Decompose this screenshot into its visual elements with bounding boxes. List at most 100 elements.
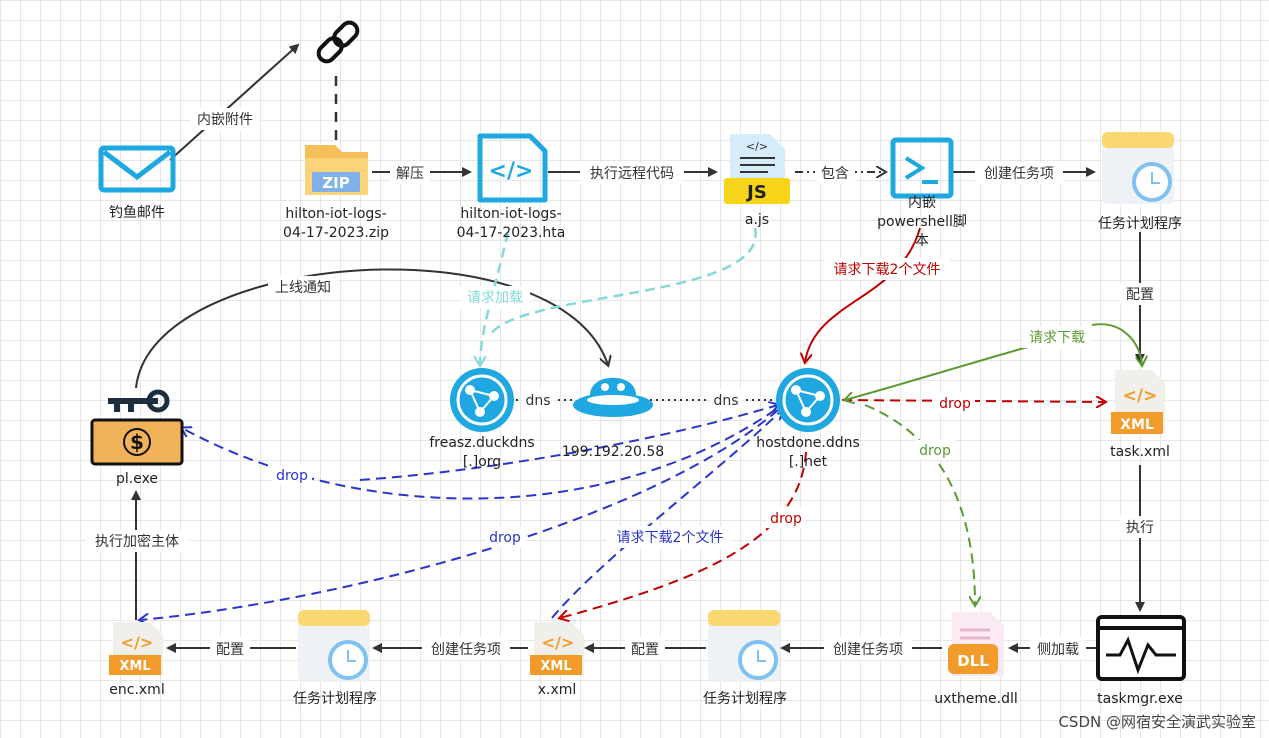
- node-uxtheme: DLL uxtheme.dll: [934, 612, 1018, 707]
- js-file-icon: </> JS: [724, 134, 790, 204]
- ps-label-line3: 本: [915, 233, 929, 249]
- label-configure-bl: 配置: [216, 642, 244, 658]
- node-scheduler-bl: 任务计划程序: [293, 610, 377, 707]
- node-freasz: freasz.duckdns [.]org: [429, 368, 535, 470]
- node-powershell: 内嵌 powershell脚 本: [877, 137, 967, 249]
- code-file-icon: </>: [477, 133, 548, 203]
- globe-network-icon: [776, 368, 840, 432]
- label-execute: 执行: [1126, 520, 1154, 536]
- node-hta: </> hilton-iot-logs- 04-17-2023.hta: [457, 133, 566, 241]
- label-configure-bm: 配置: [631, 642, 659, 658]
- xml-icon-text: XML: [1120, 417, 1154, 433]
- alien-ufo-icon: [573, 377, 653, 417]
- edge-hostdone-ux: [864, 404, 975, 605]
- zip-label-line2: 04-17-2023.zip: [283, 225, 389, 241]
- zip-icon-text: ZIP: [322, 174, 349, 192]
- calendar-clock-icon: [298, 610, 370, 682]
- xml-icon-text: XML: [540, 659, 571, 674]
- dll-icon-text: DLL: [957, 652, 989, 670]
- edge-hostdone-xxml: [560, 451, 807, 618]
- label-drop-blue-pl: drop: [276, 468, 308, 484]
- xml-code-text: </>: [1123, 386, 1158, 406]
- activity-monitor-icon: [1096, 615, 1186, 681]
- label-contains: 包含: [821, 166, 849, 182]
- label-encrypt-main: 执行加密主体: [95, 533, 179, 550]
- label-req-dl-green: 请求下载: [1029, 330, 1085, 346]
- calendar-clock-icon: [1102, 132, 1174, 204]
- hostdone-label-line2: [.]net: [789, 454, 828, 470]
- edge-pl-ip: [135, 268, 608, 389]
- node-scheduler-bm: 任务计划程序: [703, 610, 787, 707]
- key-icon: [108, 389, 170, 413]
- node-task-xml: </> XML task.xml: [1110, 370, 1170, 460]
- node-pl-exe: $ pl.exe: [90, 389, 184, 487]
- label-dns2: dns: [713, 393, 738, 409]
- x-xml-label: x.xml: [538, 682, 577, 698]
- label-embed-attach: 内嵌附件: [197, 112, 253, 128]
- label-req-dl-two-red: 请求下载2个文件: [834, 262, 941, 278]
- xml-file-icon: </> XML: [530, 622, 584, 675]
- xml-code-text: </>: [542, 633, 575, 652]
- sched-bl-label: 任务计划程序: [293, 691, 377, 707]
- label-req-load: 请求加载: [467, 290, 523, 306]
- globe-network-icon: [450, 368, 514, 432]
- task-xml-label: task.xml: [1110, 444, 1170, 460]
- freasz-label-line1: freasz.duckdns: [429, 435, 534, 451]
- powershell-icon: [890, 137, 954, 199]
- label-exec-remote: 执行远程代码: [590, 166, 674, 182]
- label-create-task-bl: 创建任务项: [431, 642, 501, 658]
- xml-file-icon: </> XML: [1111, 370, 1165, 434]
- phish-label: 钓鱼邮件: [109, 204, 165, 221]
- label-create-task-top: 创建任务项: [984, 166, 1054, 182]
- pl-label: pl.exe: [116, 471, 158, 487]
- node-x-xml: </> XML x.xml: [530, 622, 584, 698]
- ps-label-line1: 内嵌: [908, 195, 936, 211]
- label-create-task-bm: 创建任务项: [833, 642, 903, 658]
- edge-labels: 内嵌附件 解压 执行远程代码 包含 创建任务项 请求加载 上线通知 dns dn…: [85, 108, 1160, 660]
- uxtheme-label: uxtheme.dll: [934, 691, 1018, 707]
- watermark: CSDN @网宿安全演武实验室: [1058, 713, 1256, 731]
- zip-file-icon: ZIP: [305, 145, 368, 195]
- label-unzip: 解压: [396, 166, 424, 182]
- xml-icon-text: XML: [119, 659, 150, 674]
- edge-green-req: [1091, 323, 1142, 365]
- edge-pl-hostdone: [359, 405, 778, 481]
- edge-ps-hostdone: [805, 227, 921, 362]
- node-hostdone: hostdone.ddns [.]net: [756, 368, 860, 470]
- code-icon-text: </>: [489, 159, 534, 184]
- node-enc-xml: </> XML enc.xml: [109, 622, 165, 698]
- freasz-label-line2: [.]org: [463, 454, 501, 470]
- ps-label-line2: powershell脚: [877, 214, 967, 230]
- label-side-load: 侧加载: [1037, 642, 1079, 658]
- edge-hostdone-pl: [182, 409, 776, 500]
- taskmgr-label: taskmgr.exe: [1097, 691, 1183, 707]
- ajs-label: a.js: [745, 212, 769, 228]
- label-req-dl-two-blue: 请求下载2个文件: [617, 530, 724, 546]
- node-zip: ZIP hilton-iot-logs- 04-17-2023.zip: [283, 145, 389, 241]
- xml-file-icon: </> XML: [109, 622, 163, 675]
- edge-xxml-hostdone: [551, 410, 782, 619]
- hta-label-line2: 04-17-2023.hta: [457, 225, 566, 241]
- js-icon-text: JS: [745, 182, 767, 203]
- node-scheduler-top: 任务计划程序: [1098, 132, 1182, 232]
- label-drop-red-task: drop: [939, 396, 971, 412]
- enc-xml-label: enc.xml: [109, 682, 164, 698]
- node-ajs: </> JS a.js: [724, 134, 790, 228]
- edge-hta-freasz: [480, 231, 510, 365]
- hta-label-line1: hilton-iot-logs-: [460, 206, 561, 222]
- label-configure-top: 配置: [1126, 287, 1154, 303]
- edge-phish-link: [169, 43, 300, 161]
- node-phish: 钓鱼邮件: [98, 145, 176, 221]
- sched-top-label: 任务计划程序: [1098, 216, 1182, 232]
- xml-code-text: </>: [121, 633, 154, 652]
- dll-file-icon: DLL: [948, 612, 1004, 676]
- node-taskmgr: taskmgr.exe: [1096, 615, 1186, 707]
- js-code-text: </>: [746, 140, 768, 153]
- calendar-clock-icon: [708, 610, 780, 682]
- label-drop-blue-enc: drop: [489, 530, 521, 546]
- zip-label-line1: hilton-iot-logs-: [285, 206, 386, 222]
- ip-label: 199.192.20.58: [562, 444, 664, 460]
- sched-bm-label: 任务计划程序: [703, 691, 787, 707]
- label-dns1: dns: [525, 393, 550, 409]
